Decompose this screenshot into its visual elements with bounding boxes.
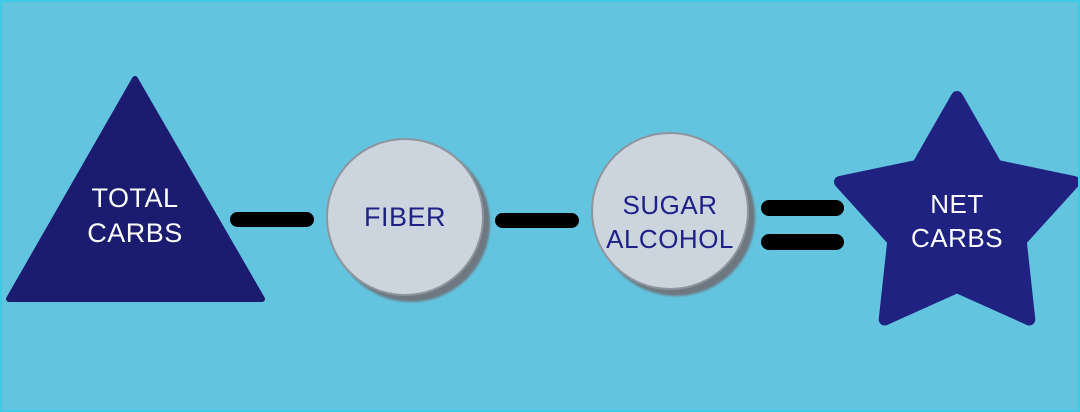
net-carbs-label: NET CARBS xyxy=(857,187,1057,255)
total-carbs-label-line1: TOTAL xyxy=(91,183,179,213)
minus-operator-2 xyxy=(495,213,579,228)
sugar-alcohol-label-line2: ALCOHOL xyxy=(606,224,734,254)
net-carbs-label-line1: NET xyxy=(930,189,984,219)
sugar-alcohol-label: SUGAR ALCOHOL xyxy=(570,188,770,256)
sugar-alcohol-circle xyxy=(591,132,749,290)
fiber-label-line1: FIBER xyxy=(363,202,446,232)
total-carbs-label: TOTAL CARBS xyxy=(35,181,235,251)
equals-operator-bottom-bar xyxy=(761,234,844,250)
minus-operator-1 xyxy=(230,212,314,227)
net-carbs-star xyxy=(834,91,1078,326)
total-carbs-label-line2: CARBS xyxy=(87,218,183,248)
sugar-alcohol-label-line1: SUGAR xyxy=(622,190,718,220)
net-carbs-label-line2: CARBS xyxy=(910,223,1004,253)
total-carbs-triangle xyxy=(6,76,265,302)
fiber-circle xyxy=(326,138,484,296)
equals-operator-top-bar xyxy=(761,200,844,216)
fiber-label: FIBER xyxy=(315,203,495,231)
